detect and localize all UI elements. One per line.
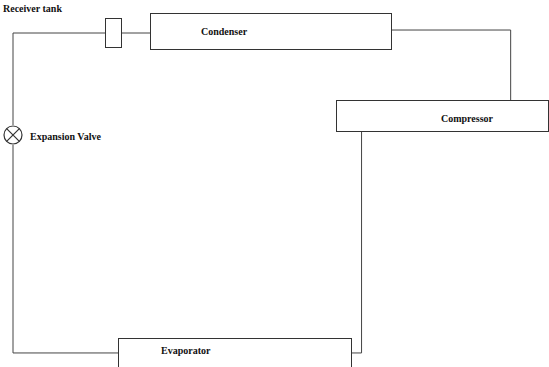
valve-cross bbox=[7, 129, 20, 142]
refrigerant-pipe bbox=[13, 33, 105, 125]
component-label: Condenser bbox=[201, 26, 247, 38]
receiver-tank: Receiver tank bbox=[105, 18, 122, 48]
valve-symbol bbox=[3, 125, 23, 145]
refrigerant-pipe bbox=[392, 30, 511, 100]
component-label: Compressor bbox=[441, 113, 493, 125]
component-label: Receiver tank bbox=[3, 3, 62, 15]
compressor-box: Compressor bbox=[336, 100, 549, 132]
refrigerant-pipe bbox=[352, 132, 362, 353]
component-label: Evaporator bbox=[161, 345, 210, 357]
component-label: Expansion Valve bbox=[30, 131, 101, 143]
valve-circle bbox=[4, 126, 22, 144]
refrigerant-pipe bbox=[13, 145, 118, 353]
refrigerant-pipe bbox=[122, 33, 150, 34]
expansion-valve: Expansion Valve bbox=[3, 125, 23, 145]
evaporator-box: Evaporator bbox=[118, 338, 352, 367]
condenser-box: Condenser bbox=[150, 13, 392, 50]
